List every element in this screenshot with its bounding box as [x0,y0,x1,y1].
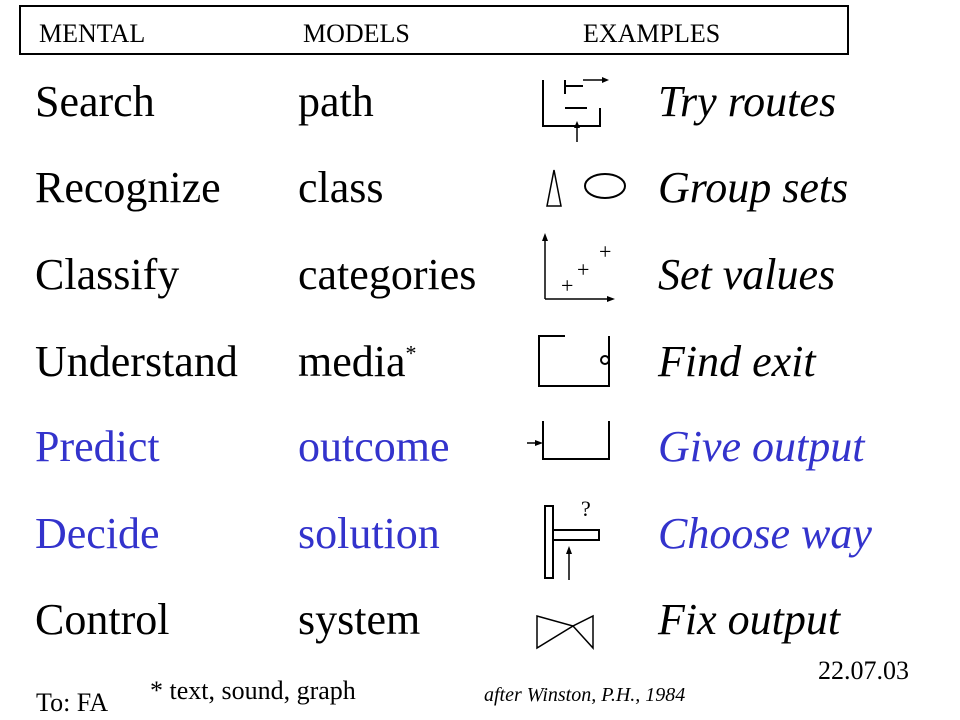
row-recognize: Recognize class Group sets [0,158,960,232]
header-examples: EXAMPLES [583,19,721,48]
triangle-ellipse-icon [546,169,626,207]
row-control: Control system Fix output [0,590,960,664]
model-label: outcome [298,422,450,471]
svg-text:+: + [599,239,611,264]
model-label: system [298,595,421,644]
example-label: Choose way [658,509,872,558]
action-label: Control [35,595,170,644]
header-mental: MENTAL [39,19,146,48]
footnote: * text, sound, graph [150,676,356,705]
action-label: Search [35,77,155,126]
container-input-icon [527,421,610,460]
example-label: Give output [658,422,865,471]
box-exit-icon [538,335,610,387]
row-understand: Understand media* Find exit [0,332,960,406]
action-label: Predict [35,422,160,471]
row-classify: Classify categories + + + Set values [0,233,960,319]
model-label: class [298,163,384,212]
row-predict: Predict outcome Give output [0,417,960,491]
example-label: Group sets [658,163,849,212]
valve-icon [536,614,594,650]
svg-text:+: + [577,257,589,282]
path-maze-icon [542,77,609,142]
action-label: Classify [35,250,180,299]
example-label: Fix output [658,595,841,644]
example-label: Try routes [658,77,837,126]
header-models: MODELS [303,19,410,48]
action-label: Recognize [35,163,221,212]
svg-text:+: + [561,273,573,298]
header-box: MENTAL MODELS EXAMPLES [19,5,849,55]
model-label: solution [298,509,440,558]
model-label: path [298,77,374,126]
scatter-axes-icon: + + + [542,233,615,302]
footnote-mark: * [405,340,417,366]
action-label: Decide [35,509,160,558]
example-label: Find exit [658,337,816,386]
junction-question-icon: ? [544,496,600,580]
question-mark: ? [581,496,591,521]
example-label: Set values [658,250,836,299]
attribution: after Winston, P.H., 1984 [484,684,686,706]
model-label: media* [298,337,417,386]
recipient: To: FA [36,688,109,717]
row-search: Search path Try routes [0,72,960,146]
row-decide: Decide solution ? Choose way [0,496,960,580]
action-label: Understand [35,337,238,386]
date: 22.07.03 [818,656,909,685]
model-label: categories [298,250,477,299]
